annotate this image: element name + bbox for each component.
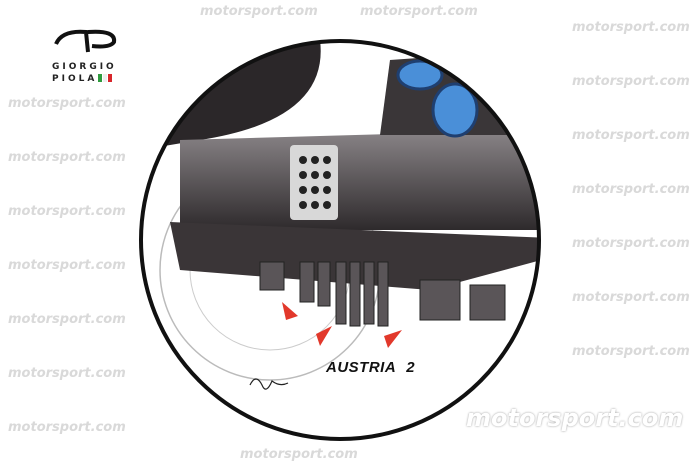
logo-line2: PIOLA: [52, 74, 98, 84]
watermark-text: motorsport.com: [8, 204, 126, 219]
red-arrow: [282, 302, 298, 320]
floor-body: [180, 130, 539, 230]
watermark-text: motorsport.com: [200, 4, 318, 19]
watermark-text: motorsport.com: [572, 128, 690, 143]
arrow-group: [282, 302, 402, 348]
watermark-text: motorsport.com: [8, 96, 126, 111]
watermark-text: motorsport.com: [360, 4, 478, 19]
logo-line1: GIORGIO: [52, 62, 117, 72]
watermark-text: motorsport.com: [572, 236, 690, 251]
gp-monogram-icon: [54, 29, 117, 53]
watermark-text: motorsport.com: [8, 258, 126, 273]
artist-signature: [249, 378, 289, 390]
watermark-text: motorsport.com: [8, 420, 126, 435]
watermark-text: motorsport.com: [8, 366, 126, 381]
motorsport-brand-logo: motorsport.com: [466, 404, 684, 432]
flag-white: [103, 74, 108, 82]
watermark-text: motorsport.com: [572, 74, 690, 89]
watermark-text: motorsport.com: [572, 290, 690, 305]
giorgio-piola-logo: GIORGIO PIOLA: [52, 26, 132, 85]
watermark-text: motorsport.com: [8, 150, 126, 165]
exhaust-pipe: [431, 82, 479, 138]
flag-green: [98, 74, 103, 82]
watermark-text: motorsport.com: [240, 447, 358, 462]
caption-label: AUSTRIA 2: [326, 359, 416, 376]
flag-red: [108, 74, 113, 82]
watermark-text: motorsport.com: [572, 344, 690, 359]
watermark-text: motorsport.com: [8, 312, 126, 327]
watermark-text: motorsport.com: [572, 182, 690, 197]
watermark-text: motorsport.com: [572, 20, 690, 35]
red-arrow: [316, 326, 332, 346]
red-arrow: [384, 330, 402, 348]
